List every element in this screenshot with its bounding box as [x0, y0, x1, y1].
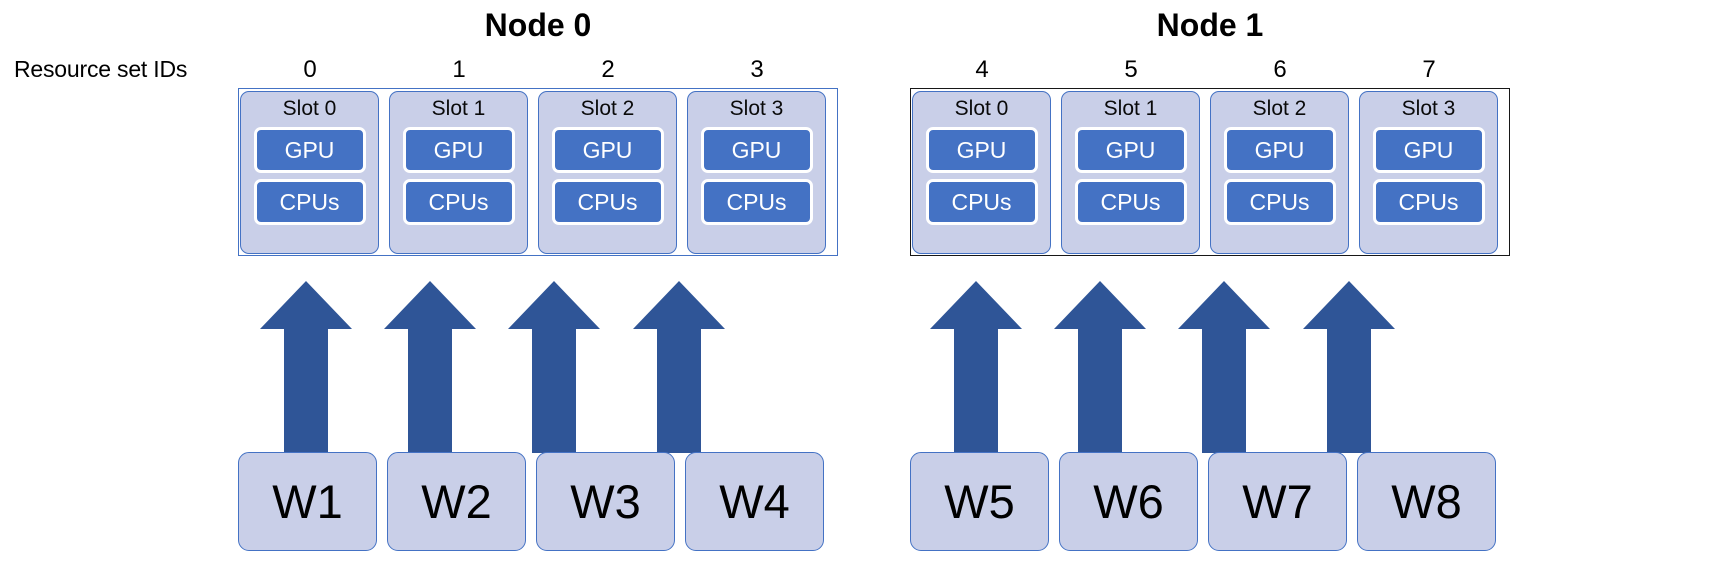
node-title-0: Node 0	[484, 7, 592, 43]
node-container-0: Slot 0 GPU CPUs Slot 1 GPU CPUs Slot 2 G…	[238, 88, 838, 256]
gpu-resource: GPU	[700, 127, 813, 174]
slot-card-n0-s0[interactable]: Slot 0 GPU CPUs	[240, 91, 379, 254]
slot-title: Slot 0	[954, 97, 1009, 120]
slot-card-n1-s0[interactable]: Slot 0 GPU CPUs	[912, 91, 1051, 254]
slot-card-n1-s1[interactable]: Slot 1 GPU CPUs	[1061, 91, 1200, 254]
up-arrow-w5	[930, 281, 1022, 453]
resource-set-id-7: 7	[1422, 56, 1436, 83]
worker-box-w1[interactable]: W1	[238, 452, 377, 551]
cpus-resource: CPUs	[253, 179, 366, 226]
worker-box-w6[interactable]: W6	[1059, 452, 1198, 551]
gpu-resource: GPU	[1074, 127, 1187, 174]
resource-set-id-5: 5	[1124, 56, 1138, 83]
cpus-resource: CPUs	[1223, 179, 1336, 226]
up-arrow-w2	[384, 281, 476, 453]
gpu-resource: GPU	[1223, 127, 1336, 174]
slot-title: Slot 2	[580, 97, 635, 120]
resource-set-id-3: 3	[750, 56, 764, 83]
slot-card-n0-s1[interactable]: Slot 1 GPU CPUs	[389, 91, 528, 254]
up-arrow-w3	[508, 281, 600, 453]
gpu-resource: GPU	[253, 127, 366, 174]
resource-set-id-4: 4	[975, 56, 989, 83]
slot-card-n1-s3[interactable]: Slot 3 GPU CPUs	[1359, 91, 1498, 254]
slot-card-n0-s2[interactable]: Slot 2 GPU CPUs	[538, 91, 677, 254]
gpu-resource: GPU	[1372, 127, 1485, 174]
cpus-resource: CPUs	[551, 179, 664, 226]
slot-card-n0-s3[interactable]: Slot 3 GPU CPUs	[687, 91, 826, 254]
up-arrow-w4	[633, 281, 725, 453]
cpus-resource: CPUs	[925, 179, 1038, 226]
slot-card-n1-s2[interactable]: Slot 2 GPU CPUs	[1210, 91, 1349, 254]
slot-title: Slot 1	[431, 97, 486, 120]
gpu-resource: GPU	[925, 127, 1038, 174]
resource-set-ids-label: Resource set IDs	[14, 56, 188, 82]
slot-title: Slot 3	[1401, 97, 1456, 120]
up-arrow-w7	[1178, 281, 1270, 453]
gpu-resource: GPU	[402, 127, 515, 174]
cpus-resource: CPUs	[1372, 179, 1485, 226]
node-container-1: Slot 0 GPU CPUs Slot 1 GPU CPUs Slot 2 G…	[910, 88, 1510, 256]
resource-set-id-2: 2	[601, 56, 615, 83]
node-title-1: Node 1	[1156, 7, 1264, 43]
slot-title: Slot 2	[1252, 97, 1307, 120]
up-arrow-w1	[260, 281, 352, 453]
cpus-resource: CPUs	[700, 179, 813, 226]
resource-set-id-0: 0	[303, 56, 317, 83]
cpus-resource: CPUs	[402, 179, 515, 226]
worker-box-w3[interactable]: W3	[536, 452, 675, 551]
worker-box-w4[interactable]: W4	[685, 452, 824, 551]
resource-set-id-6: 6	[1273, 56, 1287, 83]
gpu-resource: GPU	[551, 127, 664, 174]
up-arrow-w8	[1303, 281, 1395, 453]
worker-box-w5[interactable]: W5	[910, 452, 1049, 551]
worker-box-w2[interactable]: W2	[387, 452, 526, 551]
worker-box-w7[interactable]: W7	[1208, 452, 1347, 551]
resource-set-id-1: 1	[452, 56, 466, 83]
worker-box-w8[interactable]: W8	[1357, 452, 1496, 551]
slot-title: Slot 1	[1103, 97, 1158, 120]
up-arrow-w6	[1054, 281, 1146, 453]
cpus-resource: CPUs	[1074, 179, 1187, 226]
slot-title: Slot 3	[729, 97, 784, 120]
slot-title: Slot 0	[282, 97, 337, 120]
